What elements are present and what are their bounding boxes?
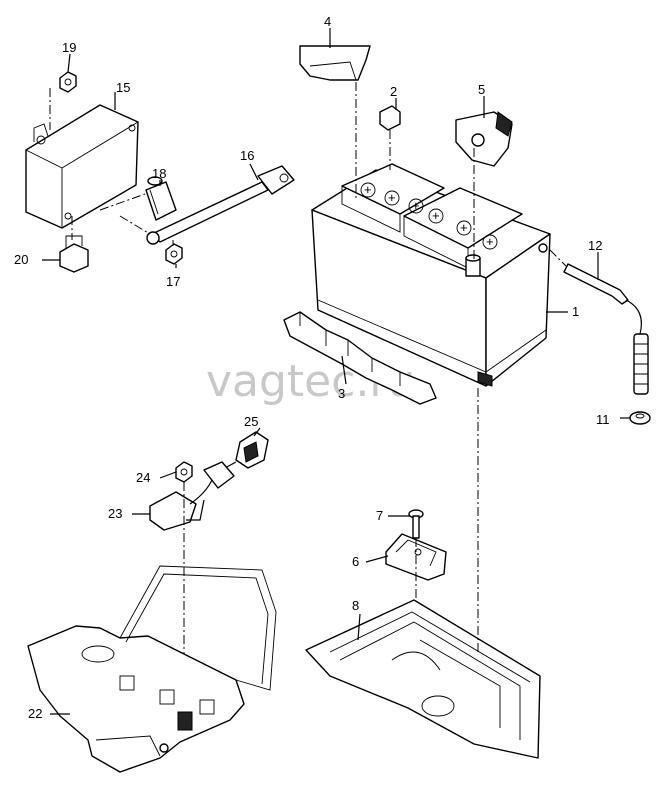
bracket-part-20 [59, 235, 89, 273]
control-module-part-15 [25, 104, 139, 229]
callout-1: 1 [572, 304, 579, 319]
svg-text:+: + [364, 182, 372, 197]
callout-4: 4 [324, 14, 331, 29]
callout-6: 6 [352, 554, 359, 569]
tray-part-8 [305, 599, 541, 759]
callout-16: 16 [240, 148, 254, 163]
callout-25: 25 [244, 414, 258, 429]
nut-part-19 [59, 71, 77, 93]
screw-part-2 [379, 105, 401, 131]
callout-3: 3 [338, 386, 345, 401]
battery-part-1: + + + + + + [311, 163, 551, 387]
cover-part-4 [299, 45, 371, 81]
callout-2: 2 [390, 84, 397, 99]
svg-text:+: + [486, 234, 494, 249]
leader-18-dash [99, 193, 146, 211]
wiring-part-23 [149, 461, 237, 531]
callout-5: 5 [478, 82, 485, 97]
nut-part-24 [175, 461, 193, 483]
callout-7: 7 [376, 508, 383, 523]
hold-down-part-3 [283, 311, 437, 405]
nut-part-17 [165, 243, 183, 265]
callout-15: 15 [116, 80, 130, 95]
svg-text:+: + [388, 190, 396, 205]
cable-part-12 [549, 249, 649, 395]
callout-12: 12 [588, 238, 602, 253]
mounting-frame-part-22 [27, 565, 277, 773]
callout-22: 22 [28, 706, 42, 721]
bolt-part-7 [408, 509, 424, 539]
svg-text:+: + [460, 220, 468, 235]
callout-11: 11 [596, 412, 610, 427]
callout-24: 24 [136, 470, 150, 485]
callout-23: 23 [108, 506, 122, 521]
nut-part-11 [629, 411, 651, 425]
callout-19: 19 [62, 40, 76, 55]
terminal-cap-part-5 [455, 111, 513, 167]
callout-20: 20 [14, 252, 28, 267]
bolt-part-18 [145, 176, 177, 221]
ground-strap-part-16 [119, 165, 295, 245]
connector-part-25 [235, 431, 269, 469]
callout-17: 17 [166, 274, 180, 289]
svg-text:+: + [432, 208, 440, 223]
callout-18: 18 [152, 166, 166, 181]
callout-8: 8 [352, 598, 359, 613]
leader-lines [42, 28, 630, 715]
svg-text:+: + [412, 198, 420, 213]
